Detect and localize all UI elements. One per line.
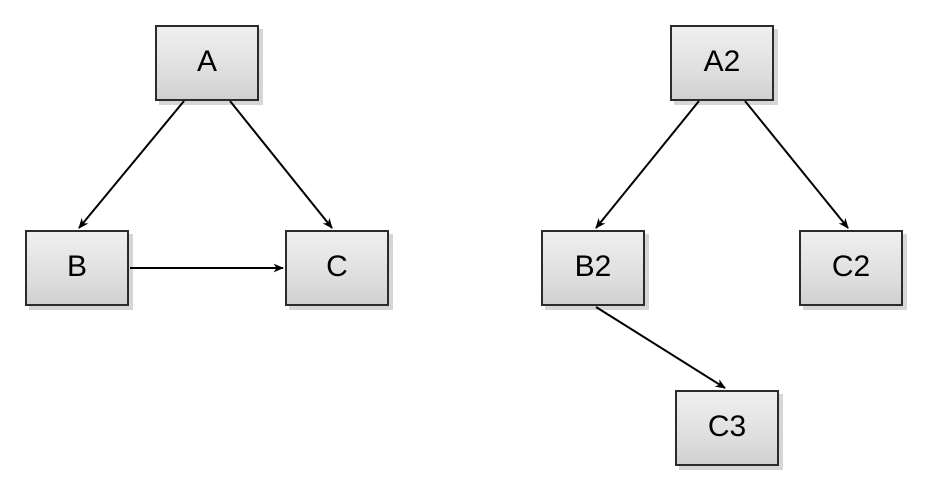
node-label: A2 <box>703 45 741 78</box>
node-c[interactable]: C <box>285 230 389 306</box>
node-label: A <box>196 45 217 78</box>
node-label: C <box>326 250 348 283</box>
edges-group <box>78 100 849 389</box>
edge-a-to-b <box>78 100 185 229</box>
node-b2[interactable]: B2 <box>541 230 645 306</box>
node-label: B2 <box>574 250 612 283</box>
node-label: B <box>66 250 87 283</box>
node-label: C2 <box>831 250 871 283</box>
edge-a2-to-b2 <box>595 100 700 229</box>
node-label: C3 <box>707 410 747 443</box>
node-a[interactable]: A <box>155 25 259 101</box>
node-c3[interactable]: C3 <box>675 390 779 466</box>
edge-a2-to-c2 <box>744 100 849 229</box>
edge-b2-to-c3 <box>595 306 726 389</box>
node-b[interactable]: B <box>25 230 129 306</box>
edge-a-to-c <box>229 100 333 229</box>
node-c2[interactable]: C2 <box>799 230 903 306</box>
node-a2[interactable]: A2 <box>670 25 774 101</box>
